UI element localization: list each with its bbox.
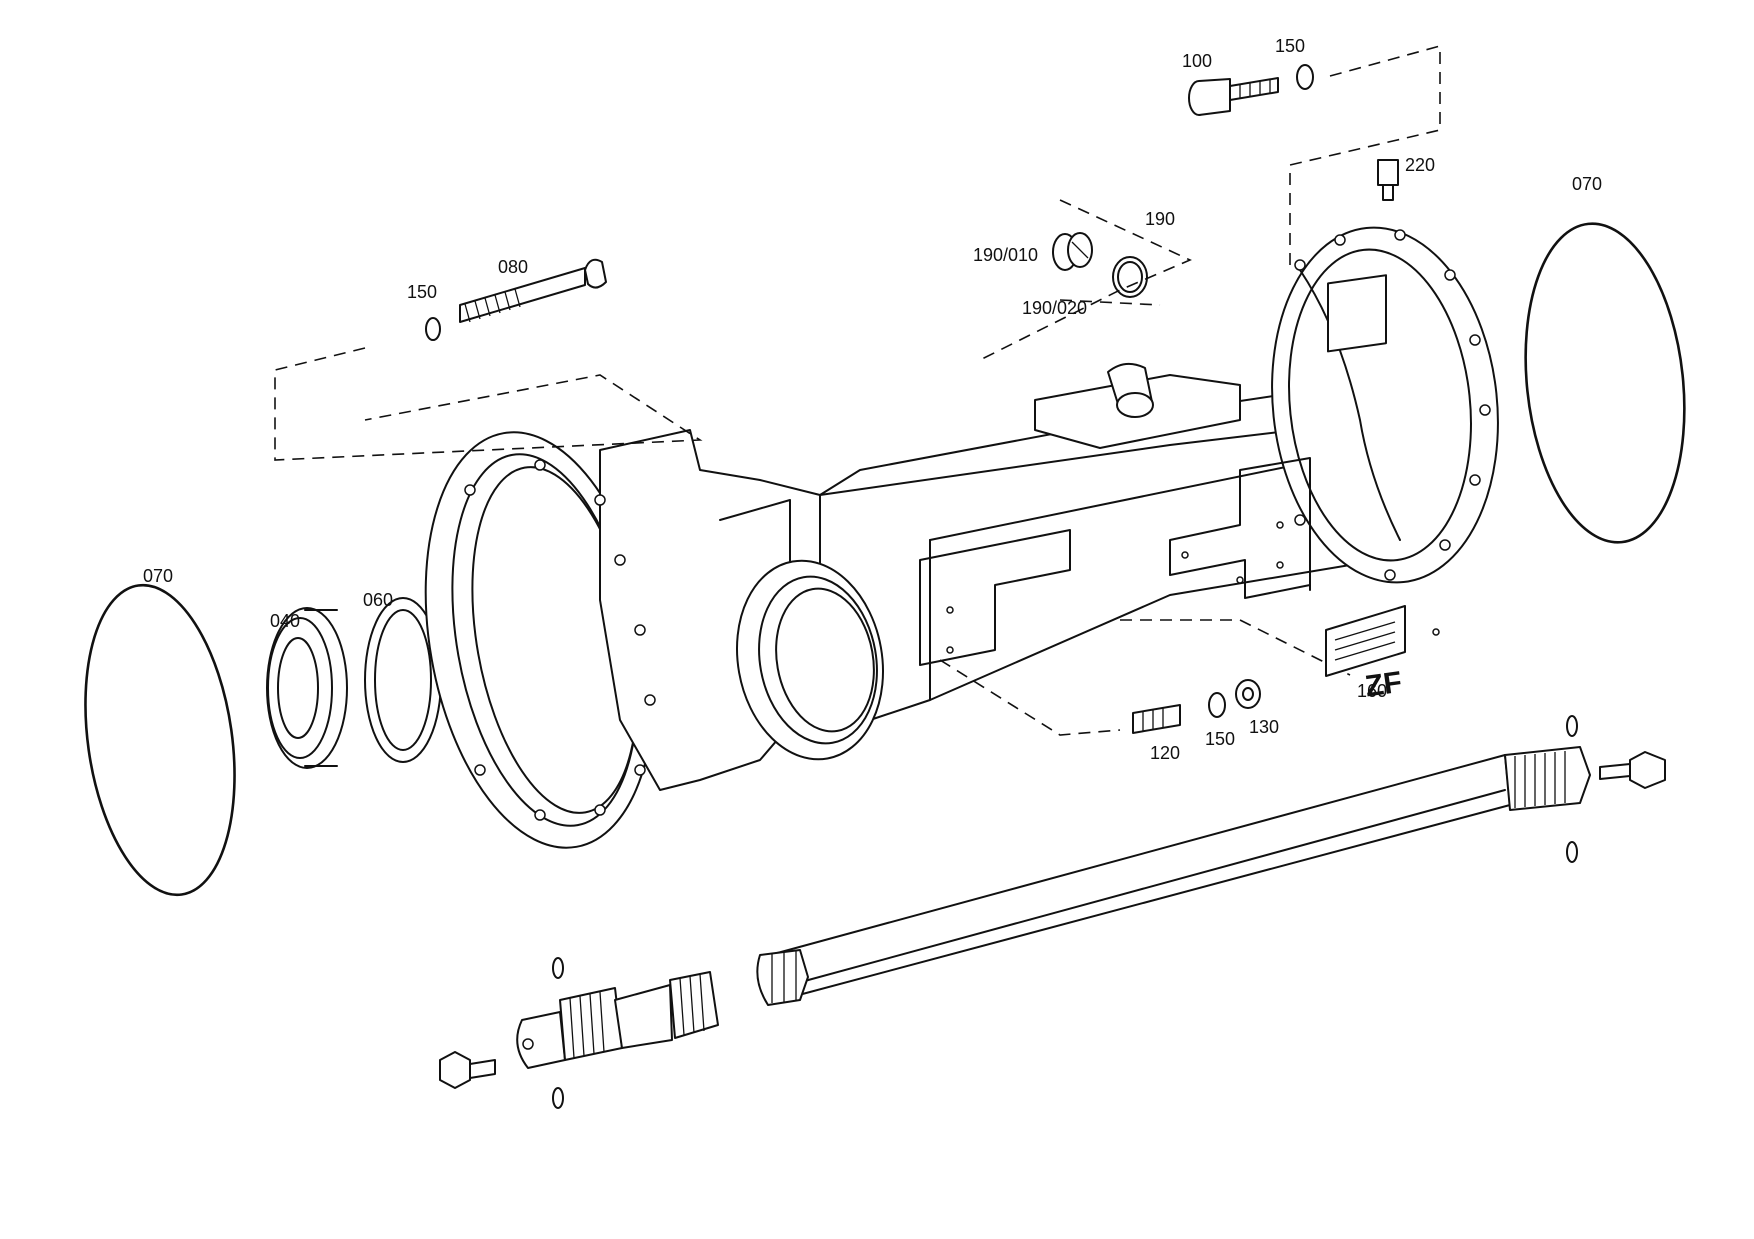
label-120: 120	[1150, 743, 1180, 763]
plug-190-010	[1052, 232, 1093, 271]
shaft-end-bolt-right	[1599, 751, 1666, 789]
axle-housing: ZF	[424, 226, 1499, 849]
snap-ring-upper-left	[552, 957, 564, 979]
label-130: 130	[1249, 717, 1279, 737]
dashed-leaders	[274, 44, 1441, 736]
washer-150-c	[1208, 692, 1226, 718]
zf-logo-text: ZF	[1363, 666, 1404, 704]
snap-ring-lower-left	[552, 1087, 564, 1109]
flange-bolt-holes-left	[464, 459, 656, 821]
label-160: 160	[1357, 681, 1387, 701]
label-080: 080	[498, 257, 528, 277]
breather-220	[1377, 159, 1399, 201]
type-plate-160	[1325, 605, 1440, 677]
part-labels: 070 040 060 150 080 100 150 220 070 190 …	[143, 36, 1602, 763]
label-100: 100	[1182, 51, 1212, 71]
label-190-010: 190/010	[973, 245, 1038, 265]
label-150-a: 150	[407, 282, 437, 302]
stud-120	[1132, 704, 1181, 734]
bolt-080	[459, 258, 607, 323]
o-ring-070-left	[84, 583, 236, 897]
o-ring-070-right	[1524, 222, 1686, 544]
shaft-end-bolt-left	[439, 1051, 496, 1089]
label-190: 190	[1145, 209, 1175, 229]
washer-150-a	[425, 317, 441, 341]
label-060: 060	[363, 590, 393, 610]
label-040: 040	[270, 611, 300, 631]
nut-130	[1235, 679, 1261, 709]
label-190-020: 190/020	[1022, 298, 1087, 318]
snap-ring-upper-right	[1566, 715, 1578, 737]
bolt-100	[1188, 77, 1279, 116]
axle-shaft-short	[516, 971, 719, 1069]
label-220: 220	[1405, 155, 1435, 175]
label-070-right: 070	[1572, 174, 1602, 194]
flange-bolt-holes-right	[1294, 229, 1491, 581]
snap-ring-lower-right	[1566, 841, 1578, 863]
label-150-b: 150	[1275, 36, 1305, 56]
label-150-c: 150	[1205, 729, 1235, 749]
bearing-040	[266, 607, 348, 769]
seal-ring-190-020	[1112, 256, 1148, 298]
label-070-left: 070	[143, 566, 173, 586]
axle-shaft-long	[756, 746, 1591, 1006]
zf-logo-plate	[1327, 274, 1387, 353]
washer-150-b	[1296, 64, 1314, 90]
